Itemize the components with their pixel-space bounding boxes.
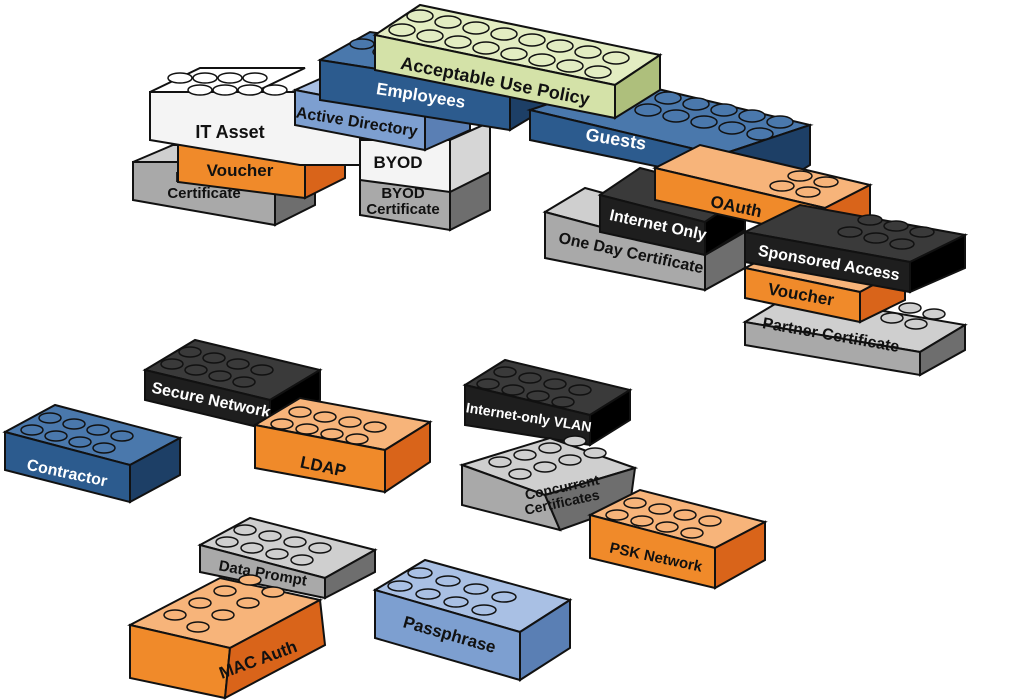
studs-oauth: [769, 170, 839, 198]
studs-ldap: [270, 406, 387, 445]
studs-mac-auth: [163, 574, 285, 633]
brick-sponsored-access: Sponsored Access: [741, 203, 969, 294]
studs-concurrent-certificates: [488, 435, 607, 480]
brick-internet-only-vlan: Internet-only VLAN: [462, 358, 633, 447]
label-byod: BYOD: [373, 153, 422, 172]
brick-passphrase: Passphrase: [372, 558, 573, 682]
studs-internet-only-vlan: [476, 366, 592, 408]
label-voucher-left: Voucher: [207, 161, 274, 180]
brick-ldap: LDAP: [252, 396, 433, 494]
studs-partner-certificate: [880, 302, 946, 330]
brick-data-prompt: Data Prompt: [197, 516, 378, 600]
studs-passphrase: [387, 567, 517, 616]
brick-concurrent-certificates: Concurrent Certificates: [458, 435, 639, 532]
label-it-asset-certificate-line2: Certificate: [167, 185, 240, 202]
studs-psk-network: [605, 497, 722, 539]
label-byod-certificate-line1: BYOD: [381, 185, 425, 202]
label-it-asset: IT Asset: [195, 122, 264, 142]
studs-acceptable-use-policy: [388, 9, 630, 79]
studs-data-prompt: [215, 524, 332, 566]
brick-contractor: Contractor: [2, 403, 183, 504]
label-byod-certificate-line2: Certificate: [366, 201, 439, 218]
brick-mac-auth: MAC Auth: [127, 574, 327, 700]
studs-contractor: [20, 412, 134, 454]
brick-psk-network: PSK Network: [587, 488, 768, 590]
studs-it-asset: [167, 72, 288, 96]
studs-sponsored-access: [837, 214, 935, 250]
studs-secure-network: [160, 346, 274, 388]
